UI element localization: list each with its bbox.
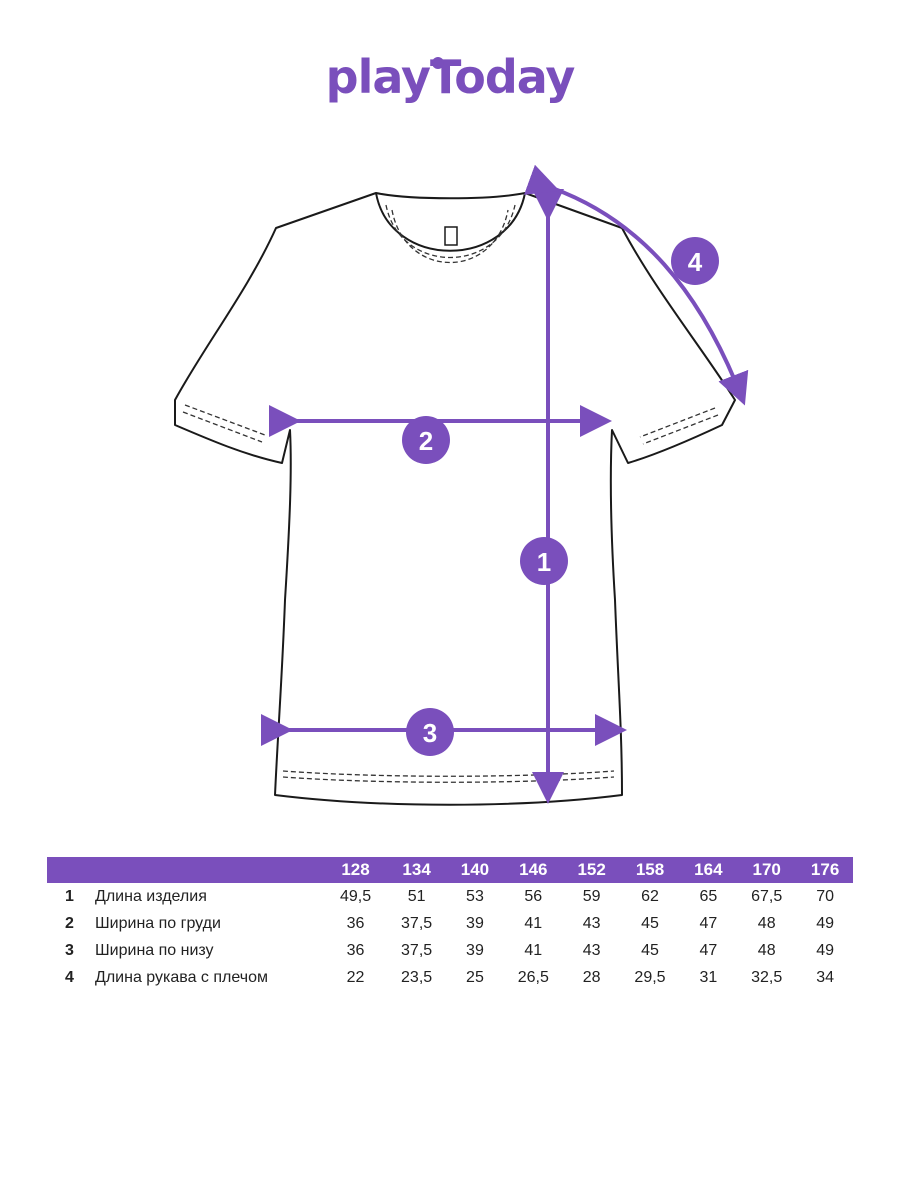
table-cell: 28 bbox=[582, 968, 601, 986]
tshirt-stitching bbox=[182, 204, 719, 783]
logo-dot bbox=[432, 57, 444, 69]
header-empty-label bbox=[95, 857, 325, 883]
table-cell: 39 bbox=[466, 914, 484, 932]
table-cell: 49 bbox=[816, 941, 835, 959]
table-cell: 62 bbox=[641, 887, 659, 905]
table-row: 3 Ширина по низу 36 37,5 39 41 43 45 47 … bbox=[47, 937, 853, 964]
size-header-cell: 176 bbox=[810, 860, 840, 879]
header-empty-num bbox=[47, 857, 95, 883]
table-cell: 48 bbox=[757, 941, 776, 959]
tshirt-body bbox=[174, 192, 736, 806]
table-cell: 37,5 bbox=[401, 941, 433, 959]
size-header-cell: 134 bbox=[402, 860, 431, 879]
table-cell: 45 bbox=[641, 914, 659, 932]
table-cell: 31 bbox=[699, 968, 718, 986]
table-cell: 45 bbox=[641, 941, 659, 959]
table-cell: 47 bbox=[699, 941, 718, 959]
badge-2-label: 2 bbox=[419, 426, 433, 456]
arrow-sleeve bbox=[523, 164, 749, 406]
badge-4: 4 bbox=[671, 237, 719, 285]
row-label: Длина изделия bbox=[95, 887, 207, 905]
table-row: 1 Длина изделия 49,5 51 53 56 59 62 65 6… bbox=[47, 883, 853, 910]
badge-1: 1 bbox=[520, 537, 568, 585]
tshirt-diagram: 1 2 3 4 bbox=[174, 164, 749, 806]
size-header-row: 128 134 140 146 152 158 164 170 176 bbox=[47, 857, 853, 883]
row-label: Ширина по низу bbox=[95, 941, 214, 959]
tshirt-neckline bbox=[375, 192, 526, 252]
size-header-cell: 170 bbox=[752, 860, 781, 879]
table-cell: 37,5 bbox=[401, 914, 433, 932]
table-cell: 51 bbox=[407, 887, 426, 905]
table-cell: 32,5 bbox=[751, 968, 783, 986]
table-cell: 41 bbox=[524, 941, 543, 959]
size-header-cell: 128 bbox=[341, 860, 370, 879]
table-row: 2 Ширина по груди 36 37,5 39 41 43 45 47… bbox=[47, 910, 853, 937]
neck-tag bbox=[444, 226, 458, 246]
table-cell: 29,5 bbox=[634, 968, 666, 986]
table-cell: 56 bbox=[524, 887, 543, 905]
table-cell: 43 bbox=[582, 914, 601, 932]
size-header-cell: 140 bbox=[460, 860, 490, 879]
row-number: 4 bbox=[65, 968, 74, 986]
size-header-cell: 146 bbox=[519, 860, 548, 879]
row-label: Длина рукава с плечом bbox=[95, 968, 268, 986]
size-header-cell: 164 bbox=[694, 860, 723, 879]
table-cell: 47 bbox=[699, 914, 718, 932]
table-cell: 22 bbox=[346, 968, 365, 986]
table-cell: 65 bbox=[699, 887, 718, 905]
brand-logo: playToday bbox=[0, 50, 900, 104]
table-row: 4 Длина рукава с плечом 22 23,5 25 26,5 … bbox=[47, 964, 853, 991]
tshirt-outline bbox=[174, 192, 736, 806]
badge-2: 2 bbox=[402, 416, 450, 464]
table-cell: 41 bbox=[524, 914, 543, 932]
row-number: 2 bbox=[65, 914, 74, 932]
row-number: 1 bbox=[65, 887, 74, 905]
table-cell: 67,5 bbox=[751, 887, 783, 905]
row-number: 3 bbox=[65, 941, 74, 959]
table-cell: 43 bbox=[582, 941, 601, 959]
table-cell: 70 bbox=[816, 887, 835, 905]
logo-text: playToday bbox=[325, 50, 576, 104]
table-cell: 36 bbox=[346, 941, 365, 959]
badge-1-label: 1 bbox=[537, 547, 551, 577]
table-cell: 36 bbox=[346, 914, 365, 932]
table-cell: 59 bbox=[582, 887, 601, 905]
size-header-cell: 158 bbox=[635, 860, 665, 879]
table-cell: 53 bbox=[466, 887, 484, 905]
table-cell: 25 bbox=[466, 968, 484, 986]
table-cell: 26,5 bbox=[517, 968, 549, 986]
row-label: Ширина по груди bbox=[95, 914, 221, 932]
badge-3: 3 bbox=[406, 708, 454, 756]
size-table: 128 134 140 146 152 158 164 170 176 1 Дл… bbox=[47, 857, 853, 991]
table-cell: 49,5 bbox=[339, 887, 372, 905]
table-cell: 49 bbox=[816, 914, 835, 932]
table-cell: 48 bbox=[757, 914, 776, 932]
table-cell: 23,5 bbox=[401, 968, 433, 986]
badge-4-label: 4 bbox=[688, 247, 703, 277]
size-header-cell: 152 bbox=[577, 860, 606, 879]
table-cell: 34 bbox=[816, 968, 835, 986]
table-cell: 39 bbox=[466, 941, 484, 959]
badge-3-label: 3 bbox=[423, 718, 437, 748]
